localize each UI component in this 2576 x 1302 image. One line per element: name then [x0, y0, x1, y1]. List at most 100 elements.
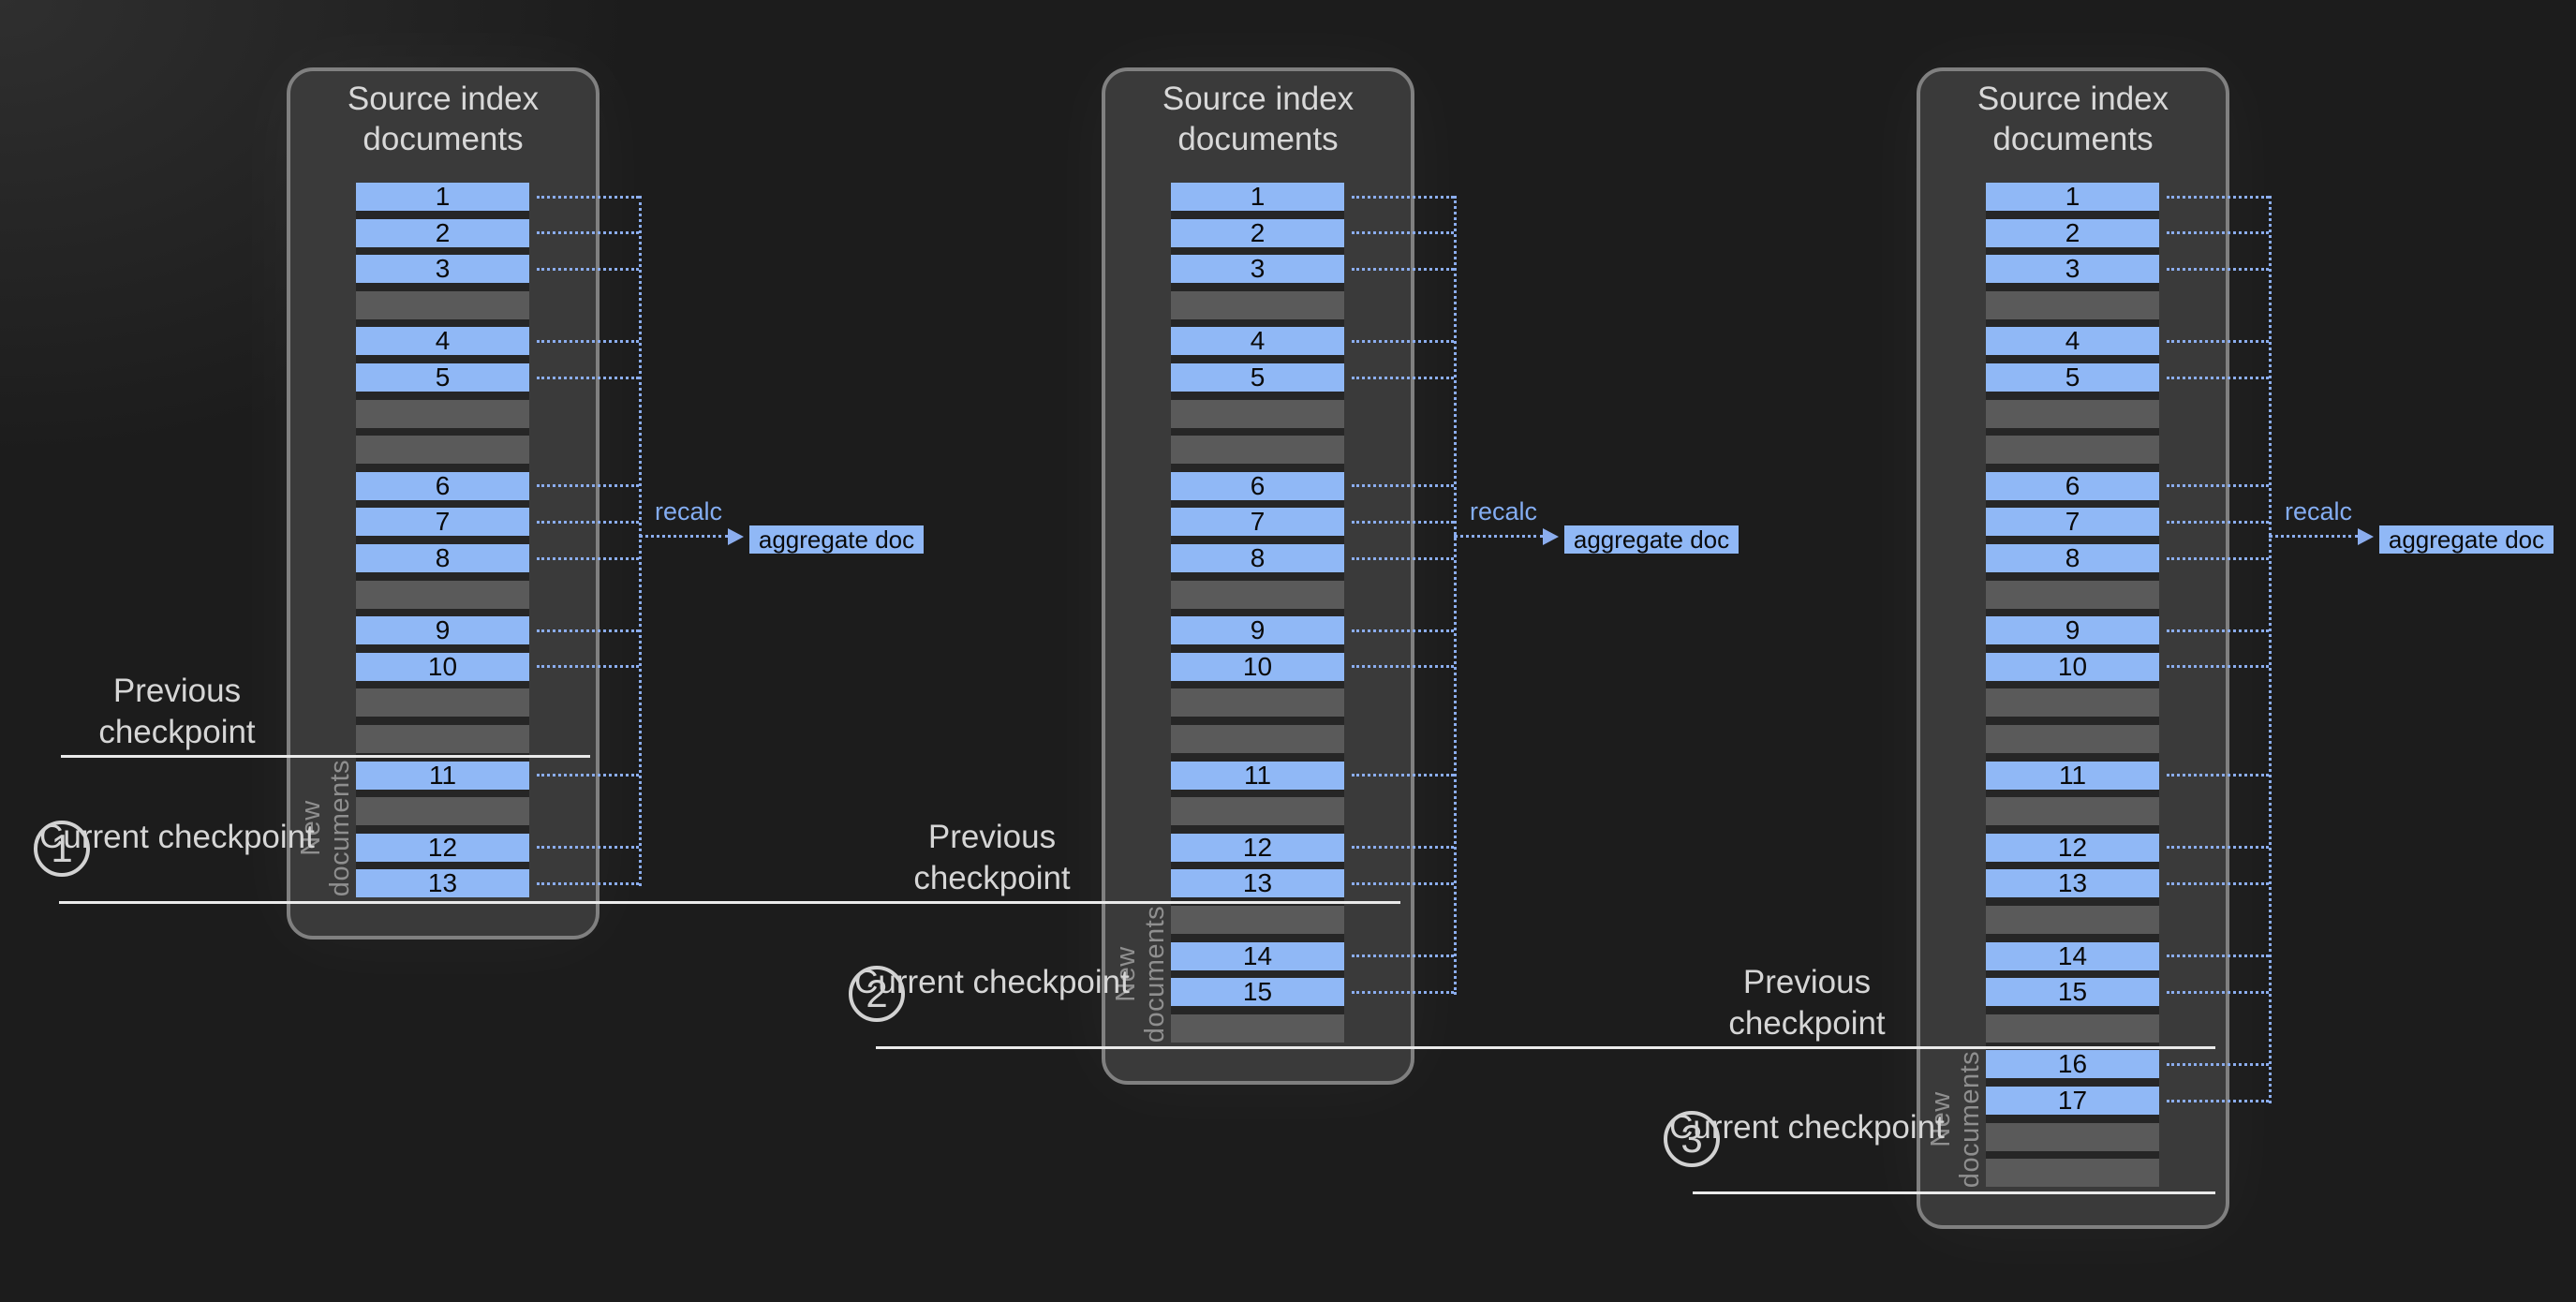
empty-row: [1986, 399, 2159, 428]
row-connector-dotted-line: [537, 774, 639, 777]
document-row: 11: [356, 761, 529, 790]
checkpoint-line: [1693, 1191, 2215, 1194]
document-row: 8: [356, 543, 529, 572]
recalc-arrow-dotted-line: [2269, 535, 2359, 538]
document-row: 9: [356, 615, 529, 645]
document-row: 12: [1986, 833, 2159, 862]
row-connector-dotted-line: [537, 231, 639, 235]
document-row: 13: [356, 868, 529, 898]
document-row: 1: [356, 182, 529, 211]
empty-row: [1171, 436, 1344, 465]
recalc-arrowhead-icon: [1543, 528, 1559, 545]
recalc-label: recalc: [2285, 497, 2353, 525]
document-row: 15: [1986, 977, 2159, 1007]
empty-row: [1171, 725, 1344, 753]
row-connector-dotted-line: [1352, 774, 1454, 777]
document-row: 2: [1986, 218, 2159, 247]
empty-row: [1171, 399, 1344, 428]
empty-row: [1986, 290, 2159, 319]
row-connector-dotted-line: [2167, 846, 2269, 850]
empty-row: [1986, 1122, 2159, 1151]
row-connector-dotted-line: [537, 195, 639, 199]
bracket-dotted-line: [1454, 196, 1457, 995]
row-connector-dotted-line: [537, 376, 639, 379]
document-row: 3: [356, 254, 529, 284]
row-connector-dotted-line: [2167, 556, 2269, 560]
checkpoint-step-badge: 1: [34, 821, 90, 877]
bracket-dotted-line: [639, 196, 642, 886]
row-connector-dotted-line: [1352, 520, 1454, 524]
empty-row: [1171, 290, 1344, 319]
document-row: 14: [1986, 941, 2159, 970]
document-row: 9: [1171, 615, 1344, 645]
row-connector-dotted-line: [2167, 339, 2269, 343]
empty-row: [1986, 725, 2159, 753]
row-connector-dotted-line: [1352, 339, 1454, 343]
empty-row: [1171, 688, 1344, 718]
empty-row: [356, 436, 529, 465]
document-row: 10: [1986, 652, 2159, 681]
row-connector-dotted-line: [537, 556, 639, 560]
empty-row: [356, 797, 529, 826]
document-row: 1: [1986, 182, 2159, 211]
document-row: 3: [1171, 254, 1344, 284]
row-connector-dotted-line: [1352, 665, 1454, 669]
row-connector-dotted-line: [2167, 665, 2269, 669]
panel-title: Source index documents: [1162, 81, 1355, 157]
previous-checkpoint-label: Previous checkpoint: [913, 819, 1071, 896]
document-row: 2: [1171, 218, 1344, 247]
empty-row: [1171, 1013, 1344, 1043]
document-row: 10: [356, 652, 529, 681]
row-connector-dotted-line: [2167, 629, 2269, 632]
document-row: 7: [1986, 507, 2159, 537]
row-connector-dotted-line: [537, 846, 639, 850]
empty-row: [1986, 688, 2159, 718]
empty-row: [1171, 906, 1344, 934]
document-row: 5: [1986, 362, 2159, 392]
aggregate-doc-box: aggregate doc: [749, 525, 924, 554]
row-connector-dotted-line: [2167, 267, 2269, 271]
document-row: 11: [1171, 761, 1344, 790]
empty-row: [356, 725, 529, 753]
empty-row: [356, 399, 529, 428]
row-connector-dotted-line: [1352, 484, 1454, 488]
bracket-dotted-line: [2269, 196, 2272, 1103]
document-row: 6: [356, 471, 529, 500]
empty-row: [1171, 797, 1344, 826]
row-connector-dotted-line: [537, 881, 639, 885]
empty-row: [1171, 580, 1344, 609]
empty-row: [1986, 1013, 2159, 1043]
checkpoint-line: [59, 901, 1400, 904]
checkpoint-step-badge: 3: [1664, 1111, 1720, 1167]
row-connector-dotted-line: [1352, 556, 1454, 560]
document-row: 4: [356, 326, 529, 356]
row-connector-dotted-line: [2167, 520, 2269, 524]
empty-row: [356, 290, 529, 319]
previous-checkpoint-label: Previous checkpoint: [1728, 964, 1886, 1042]
recalc-label: recalc: [1470, 497, 1538, 525]
document-row: 16: [1986, 1049, 2159, 1079]
empty-row: [356, 580, 529, 609]
empty-row: [356, 688, 529, 718]
row-connector-dotted-line: [537, 520, 639, 524]
row-connector-dotted-line: [1352, 376, 1454, 379]
row-connector-dotted-line: [2167, 990, 2269, 994]
row-connector-dotted-line: [1352, 954, 1454, 958]
row-connector-dotted-line: [2167, 195, 2269, 199]
empty-row: [1986, 1159, 2159, 1188]
row-connector-dotted-line: [537, 629, 639, 632]
document-row: 10: [1171, 652, 1344, 681]
row-connector-dotted-line: [1352, 195, 1454, 199]
panel-title: Source index documents: [1976, 81, 2169, 157]
row-connector-dotted-line: [1352, 846, 1454, 850]
row-connector-dotted-line: [537, 484, 639, 488]
row-connector-dotted-line: [2167, 1062, 2269, 1066]
document-row: 3: [1986, 254, 2159, 284]
row-connector-dotted-line: [2167, 1099, 2269, 1102]
document-row: 13: [1986, 868, 2159, 898]
row-connector-dotted-line: [1352, 990, 1454, 994]
document-row: 5: [1171, 362, 1344, 392]
row-connector-dotted-line: [2167, 881, 2269, 885]
